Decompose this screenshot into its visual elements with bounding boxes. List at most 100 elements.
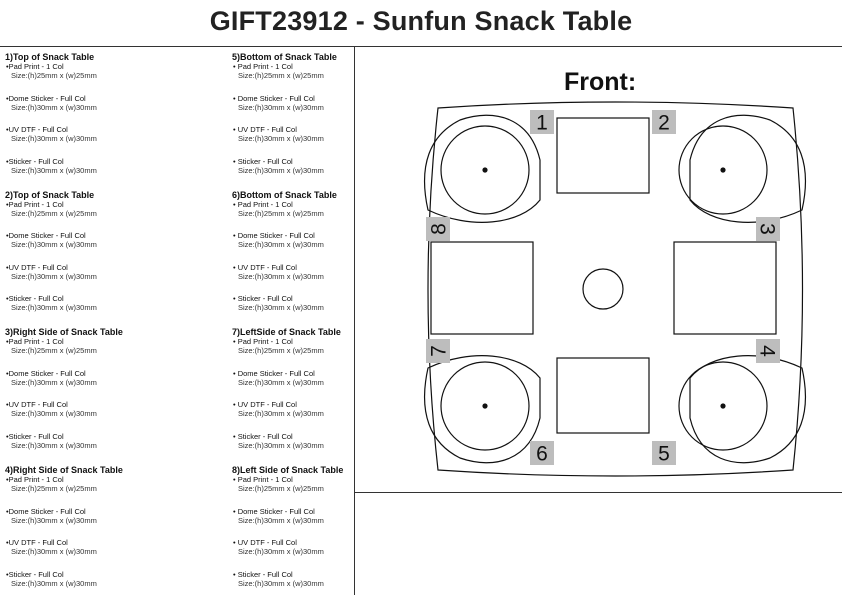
spec-item-method: • UV DTF - Full Col [233, 538, 297, 548]
spec-item-method: • Sticker - Full Col [233, 156, 293, 166]
spec-item-size: Size:(h)25mm x (w)25mm [11, 346, 97, 356]
position-number: 4 [756, 345, 779, 357]
spec-item-method: •UV DTF - Full Col [6, 538, 68, 548]
spec-section: 6)Bottom of Snack Table• Pad Print - 1 C… [232, 190, 362, 328]
spec-item-method: •Sticker - Full Col [6, 156, 64, 166]
spec-item-method: •Pad Print - 1 Col [6, 62, 64, 71]
spec-item-size: Size:(h)30mm x (w)30mm [238, 102, 324, 112]
position-number: 7 [428, 345, 451, 357]
column-divider [354, 46, 355, 595]
spec-item-size: Size:(h)25mm x (w)25mm [11, 71, 97, 80]
position-label-bg [756, 217, 780, 241]
front-label: Front: [564, 68, 637, 96]
position-label-3: 3 [756, 217, 780, 241]
spec-section-title: 1)Top of Snack Table [5, 52, 95, 62]
spec-item-size: Size:(h)30mm x (w)30mm [11, 271, 97, 281]
cup-center-dot [482, 403, 488, 409]
diagram-bottom-divider [354, 492, 842, 493]
position-label-2: 2 [652, 110, 676, 135]
spec-item-method: • UV DTF - Full Col [233, 400, 297, 410]
cup-holder-bottom-left [440, 361, 530, 451]
position-label-6: 6 [530, 441, 554, 466]
print-area-left [430, 241, 534, 335]
spec-item-size: Size:(h)30mm x (w)30mm [11, 515, 97, 525]
position-number: 2 [658, 112, 670, 135]
spec-item-method: • Pad Print - 1 Col [233, 337, 293, 347]
position-label-bg [426, 339, 450, 363]
spec-item-size: Size:(h)25mm x (w)25mm [238, 484, 324, 494]
spec-item-size: Size:(h)30mm x (w)30mm [238, 409, 324, 419]
spec-item-method: •Pad Print - 1 Col [6, 199, 64, 209]
position-number: 3 [756, 223, 779, 235]
position-label-bg [652, 441, 676, 465]
spec-item-method: • Sticker - Full Col [233, 431, 293, 441]
spec-item-size: Size:(h)30mm x (w)30mm [11, 578, 97, 588]
spec-item-size: Size:(h)30mm x (w)30mm [11, 547, 97, 557]
spec-section-title: 6)Bottom of Snack Table [232, 189, 337, 200]
spec-item-method: • Sticker - Full Col [233, 294, 293, 304]
spec-item-size: Size:(h)30mm x (w)30mm [11, 102, 97, 112]
spec-item-size: Size:(h)25mm x (w)25mm [238, 71, 324, 80]
spec-item-method: •UV DTF - Full Col [6, 262, 68, 272]
spec-item-method: •Dome Sticker - Full Col [6, 231, 86, 241]
spec-item-size: Size:(h)30mm x (w)30mm [238, 578, 324, 588]
spec-item-method: •Sticker - Full Col [6, 431, 64, 441]
position-number: 6 [536, 443, 548, 466]
spec-item-method: •Pad Print - 1 Col [6, 337, 64, 347]
spec-item-size: Size:(h)30mm x (w)30mm [238, 271, 324, 281]
position-label-5: 5 [652, 441, 676, 466]
cup-holder-outer-bottom-right [689, 355, 806, 464]
spec-item-method: •UV DTF - Full Col [6, 400, 68, 410]
print-area-top [556, 117, 650, 194]
cup-holder-outer-top-left [424, 114, 541, 223]
spec-item-method: •Sticker - Full Col [6, 294, 64, 304]
spec-item-size: Size:(h)30mm x (w)30mm [11, 303, 97, 313]
position-label-4: 4 [756, 339, 780, 363]
spec-section: 3)Right Side of Snack Table•Pad Print - … [5, 327, 135, 465]
print-area-right [673, 241, 777, 335]
position-number: 8 [428, 223, 451, 235]
spec-item-size: Size:(h)30mm x (w)30mm [11, 440, 97, 450]
cup-holder-bottom-right [678, 361, 768, 451]
spec-section-title: 3)Right Side of Snack Table [5, 327, 123, 338]
spec-item-method: • Sticker - Full Col [233, 569, 293, 579]
spec-item-method: •Pad Print - 1 Col [6, 475, 64, 485]
print-area-bottom [556, 357, 650, 434]
position-label-bg [756, 339, 780, 363]
spec-item-size: Size:(h)30mm x (w)30mm [238, 165, 324, 175]
position-label-bg [426, 217, 450, 241]
spec-item-method: •Dome Sticker - Full Col [6, 368, 86, 378]
spec-item-size: Size:(h)30mm x (w)30mm [238, 303, 324, 313]
spec-section-title: 8)Left Side of Snack Table [232, 465, 344, 476]
spec-item-method: • Pad Print - 1 Col [233, 62, 293, 71]
position-label-bg [652, 110, 676, 134]
cup-holder-top-right [678, 125, 768, 215]
spec-item-size: Size:(h)25mm x (w)25mm [238, 208, 324, 218]
position-label-7: 7 [426, 339, 451, 363]
position-label-bg [530, 110, 554, 134]
